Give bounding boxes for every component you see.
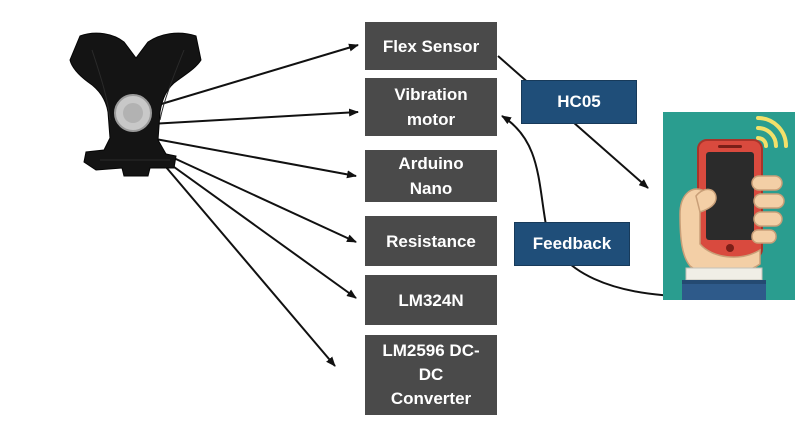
feedback-label: Feedback (514, 222, 630, 266)
arrow-to-arduino-nano (149, 137, 357, 179)
arrow-to-vibration-motor (149, 108, 359, 125)
hc05-label: HC05 (521, 80, 637, 124)
arrow-to-flex-sensor (147, 43, 359, 109)
arrow-to-lm2596 (159, 159, 336, 367)
component-resistance: Resistance (365, 216, 497, 266)
component-lm2596: LM2596 DC- DC Converter (365, 335, 497, 415)
component-vibration-motor: Vibration motor (365, 78, 497, 136)
arrow-to-resistance (151, 147, 357, 243)
arrow-to-lm324n (155, 153, 357, 299)
component-lm324n: LM324N (365, 275, 497, 325)
component-flex-sensor: Flex Sensor (365, 22, 497, 70)
component-arduino-nano: Arduino Nano (365, 150, 497, 202)
